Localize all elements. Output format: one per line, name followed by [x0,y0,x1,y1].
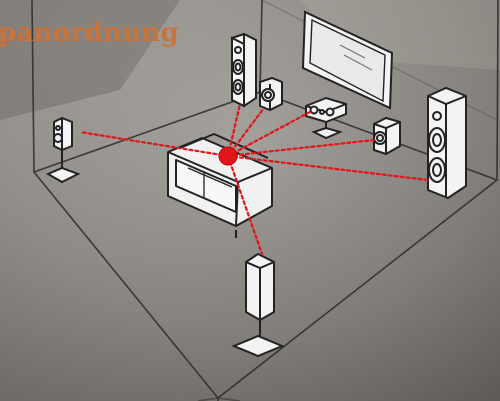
front-right-satellite-speaker [373,116,401,156]
front-right-tower-speaker [427,86,467,200]
center-speaker [305,96,347,140]
surround-rear-speaker [231,252,285,358]
television [301,10,394,110]
sight-lines [78,102,430,256]
surround-left-speaker [45,116,81,184]
front-left-tower-speaker [231,32,257,108]
diagram-title: panordnung [0,18,180,48]
sofa [167,133,273,238]
front-left-satellite-speaker [259,76,283,112]
listening-point [218,146,238,166]
